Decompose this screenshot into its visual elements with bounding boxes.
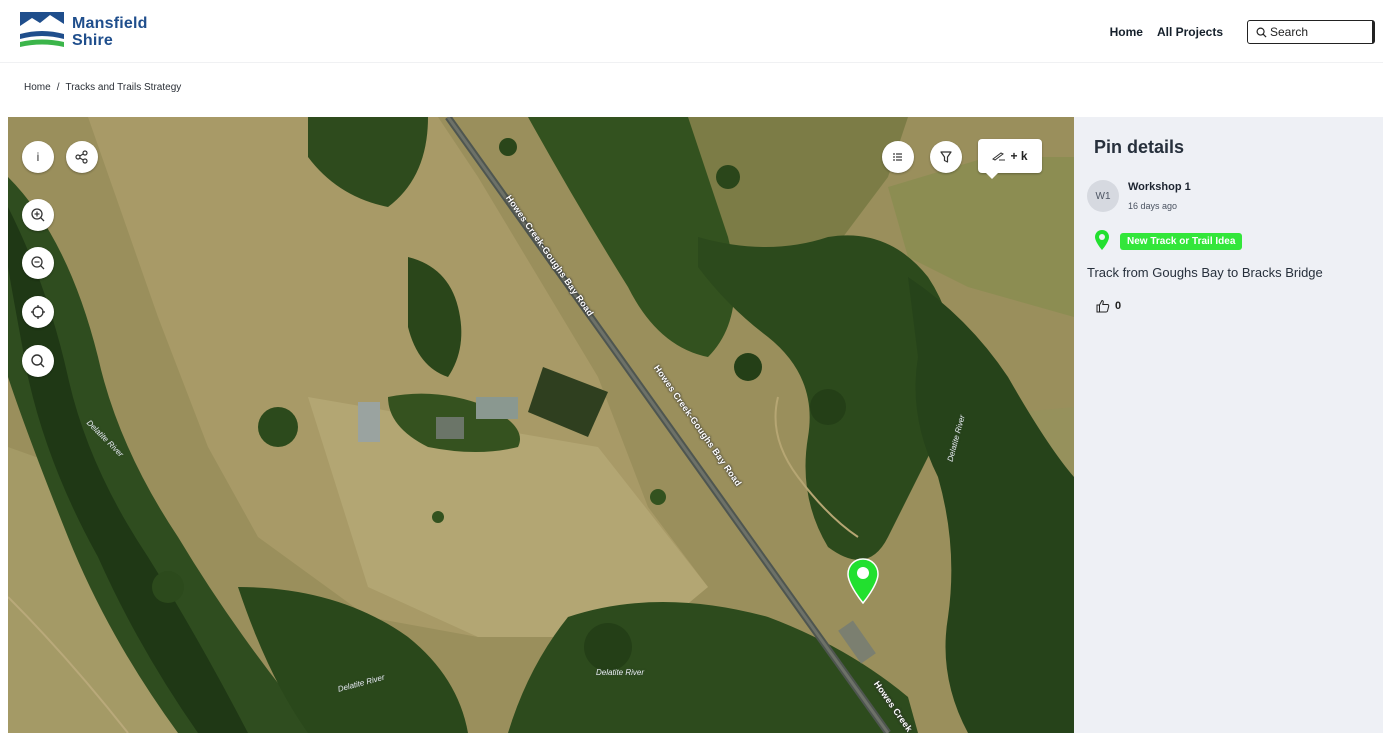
main-nav: Home All Projects Search xyxy=(1110,20,1375,44)
locate-button[interactable] xyxy=(22,296,54,328)
map-search-button[interactable] xyxy=(22,345,54,377)
panel-title: Pin details xyxy=(1094,137,1185,157)
info-icon: i xyxy=(36,150,40,164)
search-icon xyxy=(1256,27,1267,38)
info-button[interactable]: i xyxy=(22,141,54,173)
post-time: 16 days ago xyxy=(1128,201,1178,211)
category-badge: New Track or Trail Idea xyxy=(1120,233,1243,250)
crosshair-icon xyxy=(31,305,45,319)
header-divider xyxy=(0,62,1383,63)
brand-logo[interactable]: Mansfield Shire xyxy=(20,12,148,52)
share-button[interactable] xyxy=(66,141,98,173)
filter-icon xyxy=(940,151,952,163)
breadcrumb-separator: / xyxy=(56,82,60,93)
pin-details-panel: Pin details W1 Workshop 1 16 days ago Ne… xyxy=(1074,117,1383,733)
header: Mansfield Shire Home All Projects Search xyxy=(0,0,1383,66)
brand-name-line1: Mansfield xyxy=(72,15,148,32)
like-button[interactable]: 0 xyxy=(1096,299,1121,313)
map-pin-icon[interactable] xyxy=(846,557,880,607)
zoom-out-icon xyxy=(31,256,45,270)
zoom-in-icon xyxy=(31,208,45,222)
search-button[interactable]: Search xyxy=(1247,20,1375,44)
share-icon xyxy=(75,150,88,164)
list-view-button[interactable] xyxy=(882,141,914,173)
brand-name-line2: Shire xyxy=(72,32,114,49)
add-pin-button[interactable]: + k xyxy=(978,139,1042,179)
breadcrumb-home-link[interactable]: Home xyxy=(24,82,51,93)
search-icon xyxy=(31,354,45,368)
zoom-in-button[interactable] xyxy=(22,199,54,231)
satellite-imagery xyxy=(8,117,1074,733)
add-pin-label: + k xyxy=(1010,149,1028,163)
avatar: W1 xyxy=(1087,180,1119,212)
pencil-line-icon xyxy=(992,152,1006,161)
like-count: 0 xyxy=(1115,300,1122,312)
filter-button[interactable] xyxy=(930,141,962,173)
zoom-out-button[interactable] xyxy=(22,247,54,279)
nav-all-projects-link[interactable]: All Projects xyxy=(1156,25,1223,39)
breadcrumb: Home / Tracks and Trails Strategy xyxy=(24,82,181,93)
logo-mark-icon xyxy=(20,12,64,47)
search-label: Search xyxy=(1270,25,1309,39)
list-icon xyxy=(893,153,902,161)
river-label: Delatite River xyxy=(596,668,645,677)
satellite-map[interactable]: Howes Creek-Goughs Bay Road Howes Creek-… xyxy=(8,117,1074,733)
pin-description: Track from Goughs Bay to Bracks Bridge xyxy=(1087,265,1323,280)
nav-home-link[interactable]: Home xyxy=(1109,25,1143,39)
breadcrumb-current: Tracks and Trails Strategy xyxy=(65,82,182,93)
author-name: Workshop 1 xyxy=(1128,181,1191,193)
thumbs-up-icon xyxy=(1096,299,1110,313)
category-pin-icon xyxy=(1095,230,1109,250)
